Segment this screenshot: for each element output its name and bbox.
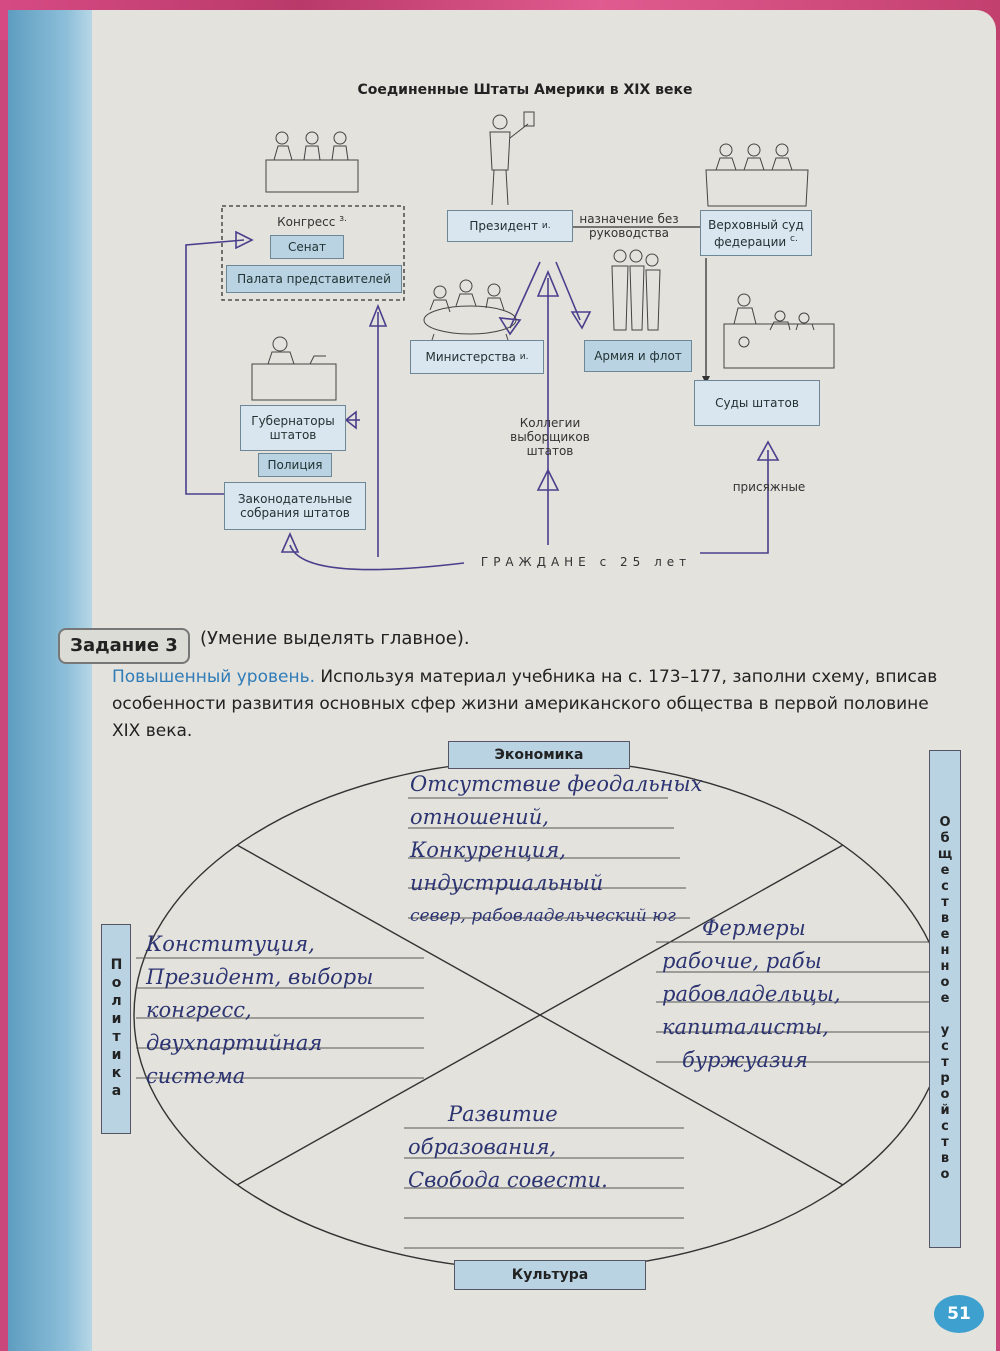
legislatures-box: Законодательные собрания штатов	[224, 482, 366, 530]
senate-box: Сенат	[270, 235, 344, 259]
task-title: (Умение выделять главное).	[200, 628, 470, 649]
congress-illustration	[265, 131, 359, 193]
answer-economy: Отсутствие феодальных отношений, Конкуре…	[410, 772, 703, 926]
hand-arrow-legislature-senate	[185, 239, 245, 495]
writing-lines	[136, 797, 930, 1249]
state-court-illustration	[723, 293, 835, 369]
diagram-title: Соединенные Штаты Америки в XIX веке	[357, 82, 693, 98]
president-illustration	[489, 111, 535, 206]
answer-culture: Развитие образования, Свобода совести.	[408, 1102, 608, 1192]
sphere-society-label: Общественное устройство	[929, 750, 961, 1248]
hand-arrow-citizens-courts	[700, 450, 769, 554]
diagram-lines	[185, 111, 835, 571]
sphere-economy-label: Экономика	[448, 741, 630, 769]
president-box: Президент и.	[447, 210, 573, 242]
politics-vertical-text: Политика	[108, 957, 125, 1101]
congress-frame	[221, 205, 405, 301]
electors-label: Коллегии выборщиков штатов	[510, 416, 590, 458]
governors-illustration	[251, 336, 337, 401]
police-box: Полиция	[258, 453, 332, 477]
state-courts-box: Суды штатов	[694, 380, 820, 426]
answer-politics: Конституция, Президент, выборы конгресс,…	[146, 932, 374, 1088]
jurors-label: присяжные	[732, 480, 806, 494]
level-label: Повышенный уровень.	[112, 667, 316, 687]
supreme-court-illustration	[705, 143, 809, 207]
supreme-court-box: Верховный суд федерации с.	[700, 210, 812, 256]
army-box: Армия и флот	[584, 340, 692, 372]
scheme-diagonal-2	[236, 844, 844, 1186]
society-vertical-text: Общественное устройство	[937, 815, 953, 1183]
ministries-illustration	[423, 279, 517, 341]
task-badge: Задание 3	[58, 628, 190, 664]
appointment-label: назначение без руководства	[579, 212, 679, 240]
illustrations	[251, 111, 835, 401]
army-illustration	[611, 249, 661, 331]
ministries-box: Министерства и.	[410, 340, 544, 374]
answer-society: Фермеры рабочие, рабы рабовладельцы, кап…	[662, 916, 841, 1072]
citizens-label: ГРАЖДАНЕ с 25 лет	[480, 555, 692, 569]
task-instructions: Повышенный уровень. Используя материал у…	[112, 664, 952, 745]
house-box: Палата представителей	[226, 265, 402, 293]
task-text: Используя материал учебника на с. 173–17…	[112, 667, 938, 741]
governors-box: Губернаторы штатов	[240, 405, 346, 451]
hand-arrow-president-army	[555, 261, 581, 321]
sphere-politics-label: Политика	[101, 924, 131, 1134]
sphere-culture-label: Культура	[454, 1260, 646, 1290]
hand-arrow-citizens-legislature	[289, 544, 465, 571]
page-number: 51	[934, 1295, 984, 1333]
page-margin-band	[8, 10, 92, 1351]
congress-label: Конгресс з.	[277, 214, 347, 229]
